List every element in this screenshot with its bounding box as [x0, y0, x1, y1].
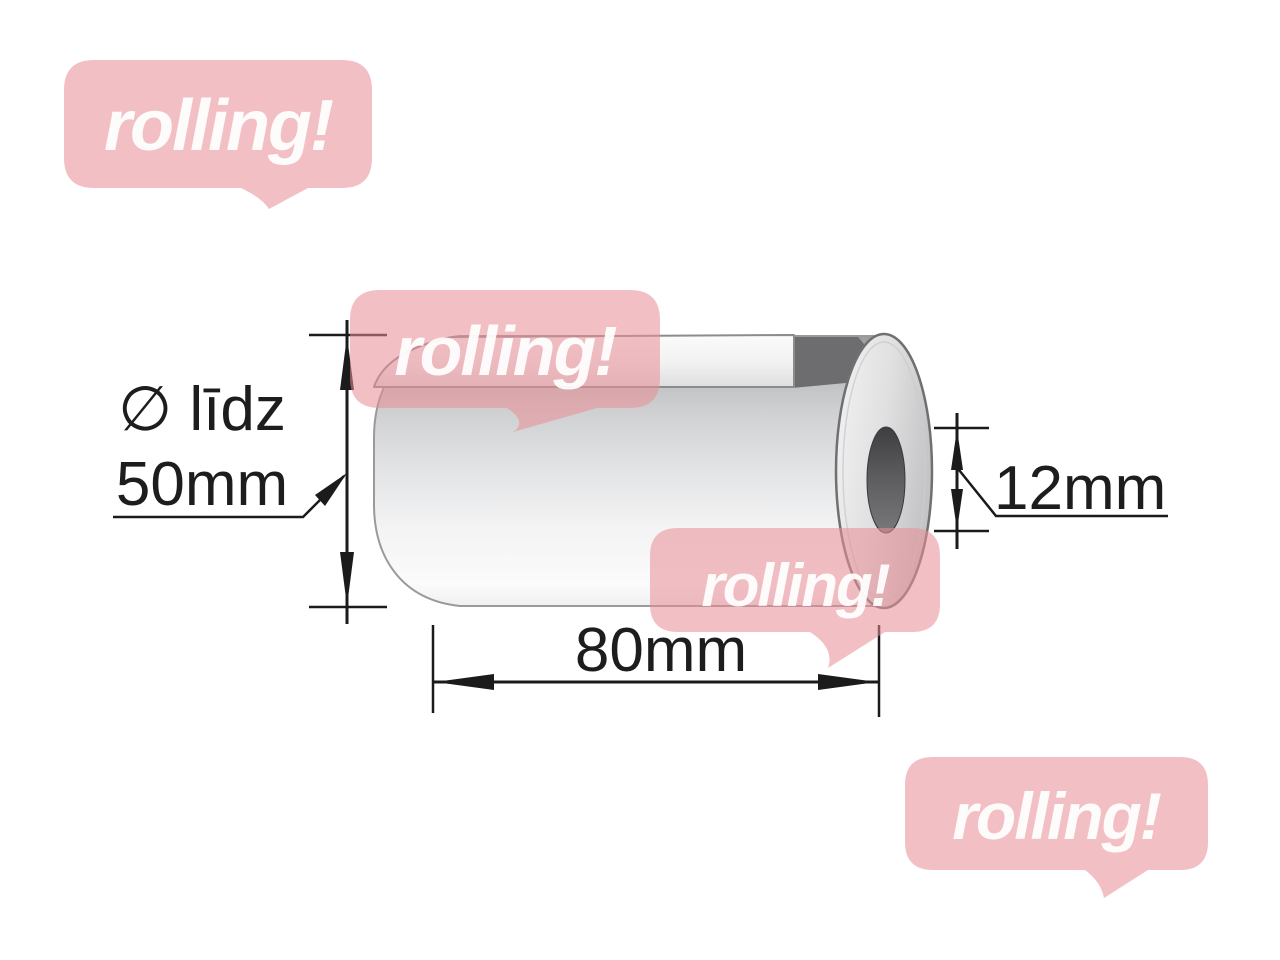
watermark-bubble-mid-lower: rolling! [650, 528, 940, 668]
watermark-bubble-top-left: rolling! [64, 60, 372, 209]
diameter-label-line1: ∅ līdz [118, 375, 286, 444]
diameter-label-line2: 50mm [115, 450, 289, 519]
speech-bubble-icon [905, 757, 1208, 898]
watermark-bubble-mid-upper: rolling! [350, 290, 660, 432]
diameter-label: ∅ līdz 50mm [90, 372, 314, 522]
core-diameter-label: 12mm [994, 454, 1167, 523]
core-dimension [934, 413, 1168, 549]
watermark-text: rolling! [952, 779, 1161, 853]
watermark-text: rolling! [104, 86, 333, 166]
watermark-text: rolling! [394, 312, 617, 390]
core-hole [866, 426, 906, 534]
width-dimension [431, 625, 881, 717]
speech-bubble-icon [64, 60, 372, 209]
speech-bubble-icon [350, 290, 660, 432]
watermark-bubble-bottom-right: rolling! [905, 757, 1208, 898]
speech-bubble-icon [650, 528, 940, 668]
watermark-text: rolling! [701, 552, 889, 619]
